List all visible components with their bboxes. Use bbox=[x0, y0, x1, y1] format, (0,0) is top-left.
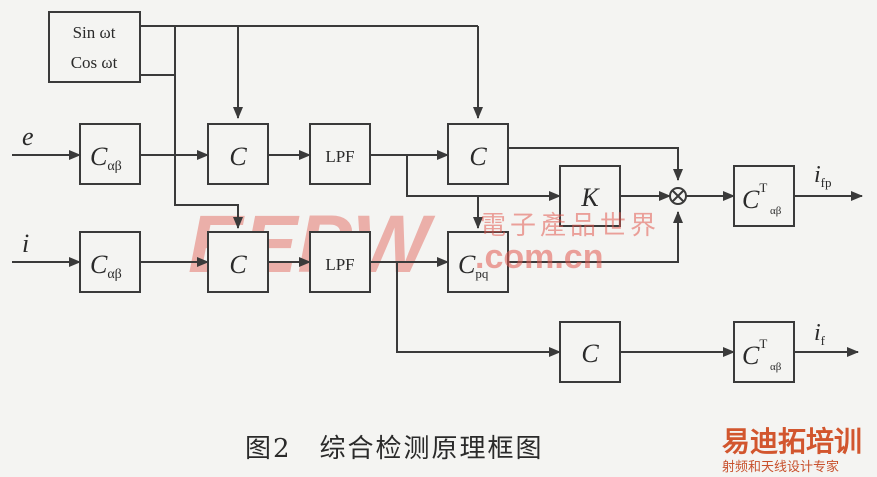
c-alpha-beta-t-block-bottom: CT αβ bbox=[733, 321, 795, 383]
c-alpha-beta-block-i: Cαβ bbox=[79, 231, 141, 293]
svg-text:C: C bbox=[229, 142, 247, 171]
input-i-label: i bbox=[22, 229, 29, 258]
multiplier bbox=[669, 187, 687, 205]
c-alpha-beta-block-e: Cαβ bbox=[79, 123, 141, 185]
svg-text:Cpq: Cpq bbox=[458, 250, 489, 281]
svg-text:C: C bbox=[469, 142, 487, 171]
svg-text:C: C bbox=[229, 250, 247, 279]
c-block-bottom: C bbox=[559, 321, 621, 383]
figure-caption: 图2 综合检测原理框图 bbox=[245, 434, 544, 464]
output-if-label: if bbox=[814, 320, 826, 348]
watermark-text: 電子產品世界 bbox=[480, 211, 661, 241]
svg-text:Cαβ: Cαβ bbox=[90, 250, 122, 282]
svg-text:αβ: αβ bbox=[770, 205, 782, 217]
lpf-block-e: LPF bbox=[309, 123, 371, 185]
input-e-label: e bbox=[22, 122, 34, 151]
svg-text:LPF: LPF bbox=[325, 255, 354, 274]
svg-text:K: K bbox=[580, 183, 600, 212]
c-block-e: C bbox=[207, 123, 269, 185]
svg-text:Cαβ: Cαβ bbox=[90, 142, 122, 174]
c-block-i: C bbox=[207, 231, 269, 293]
svg-text:LPF: LPF bbox=[325, 147, 354, 166]
watermark-domain: .com.cn bbox=[475, 238, 604, 276]
c-block-top-right: C bbox=[447, 123, 509, 185]
c-alpha-beta-t-block-top: CT αβ bbox=[733, 165, 795, 227]
output-ifp-label: ifp bbox=[814, 162, 832, 190]
svg-text:αβ: αβ bbox=[770, 361, 782, 373]
svg-text:CT: CT bbox=[742, 336, 767, 370]
brand-logo: 易迪拓培训 bbox=[722, 425, 863, 458]
svg-text:CT: CT bbox=[742, 180, 767, 214]
brand-tagline: 射频和天线设计专家 bbox=[722, 460, 840, 475]
c-pq-block: Cpq bbox=[447, 231, 509, 293]
svg-text:C: C bbox=[581, 339, 599, 368]
k-block: K bbox=[559, 165, 621, 227]
oscillator-block: Sin ωt Cos ωt bbox=[48, 11, 141, 83]
signal-wires bbox=[12, 25, 863, 357]
cos-label: Cos ωt bbox=[71, 53, 118, 72]
sin-label: Sin ωt bbox=[73, 23, 116, 42]
lpf-block-i: LPF bbox=[309, 231, 371, 293]
